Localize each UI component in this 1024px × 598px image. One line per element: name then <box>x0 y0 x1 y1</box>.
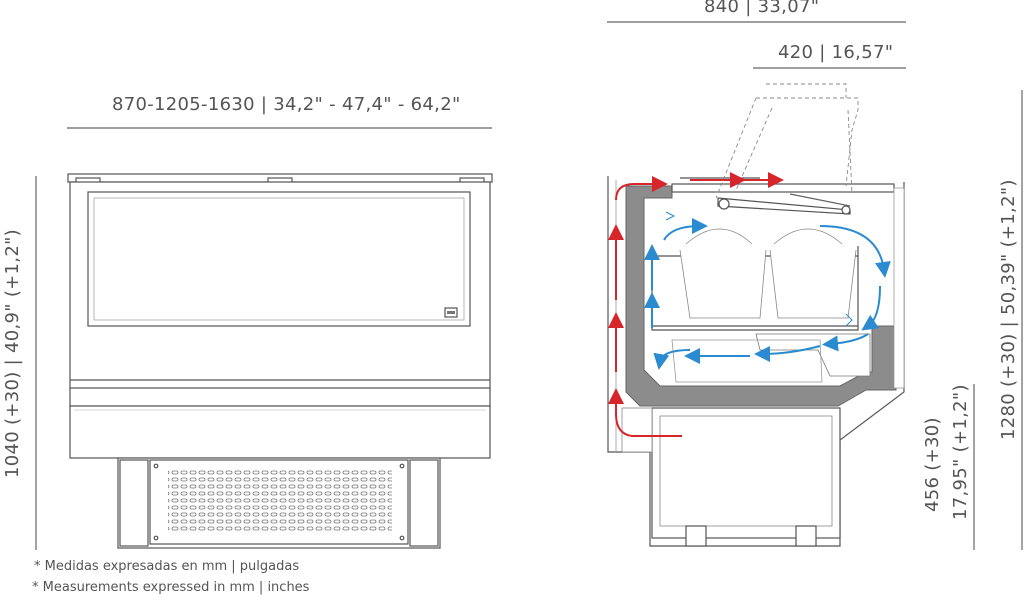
front-view <box>67 173 493 549</box>
dimension-lines <box>35 21 1023 550</box>
cold-air-flow <box>644 218 891 370</box>
side-total-depth-label: 840 | 33,07" <box>704 0 820 17</box>
footnote-en: * Measurements expressed in mm | inches <box>32 580 310 595</box>
footnote-es: * Medidas expresadas en mm | pulgadas <box>34 559 300 574</box>
fan-icon <box>665 211 853 327</box>
side-top-depth-label: 420 | 16,57" <box>778 42 894 63</box>
warm-air-flow <box>608 172 784 437</box>
front-width-label: 870-1205-1630 | 34,2" - 47,4" - 64,2" <box>112 94 461 115</box>
